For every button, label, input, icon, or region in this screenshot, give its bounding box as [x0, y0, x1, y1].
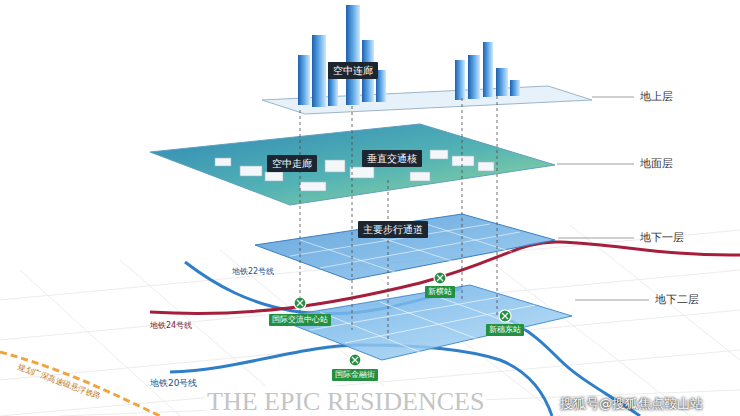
layer-name: 地面层 — [640, 157, 673, 170]
railway-name: 规划广深高速磁悬浮铁路 — [16, 362, 102, 401]
label-text: 空中连廊 — [333, 64, 373, 77]
callout-label: 主要步行通道 — [358, 221, 428, 238]
metro-line-name: 地铁22号线 — [232, 267, 274, 277]
watermark: 搜狐号@搜狐焦点鞍山站 — [560, 396, 703, 412]
station-label: 国际金融街 — [332, 369, 378, 381]
callout-label: 垂直交通核 — [362, 150, 422, 167]
metro-line-name: 地铁20号线 — [150, 378, 197, 389]
callout-label: 空中走廊 — [267, 155, 317, 172]
layer-name: 地下一层 — [640, 231, 684, 244]
station-label: 新横站 — [425, 286, 455, 298]
watermark: THE EPIC RESIDENCES — [205, 386, 486, 416]
label-text: 新横站 — [428, 287, 452, 297]
label-text: 国际金融街 — [335, 370, 375, 380]
label-text: 垂直交通核 — [367, 152, 417, 165]
layer-name: 地上层 — [640, 90, 673, 103]
label-text: 新穗东站 — [489, 325, 521, 335]
label-text: 主要步行通道 — [363, 223, 423, 236]
station-label: 新穗东站 — [486, 324, 524, 336]
layer-name: 地下二层 — [655, 293, 699, 306]
metro-line-name: 地铁24号线 — [150, 321, 192, 331]
station-label: 国际交流中心站 — [269, 314, 331, 326]
callout-label: 空中连廊 — [328, 62, 378, 79]
label-text: 国际交流中心站 — [272, 315, 328, 325]
label-text: 空中走廊 — [272, 157, 312, 170]
